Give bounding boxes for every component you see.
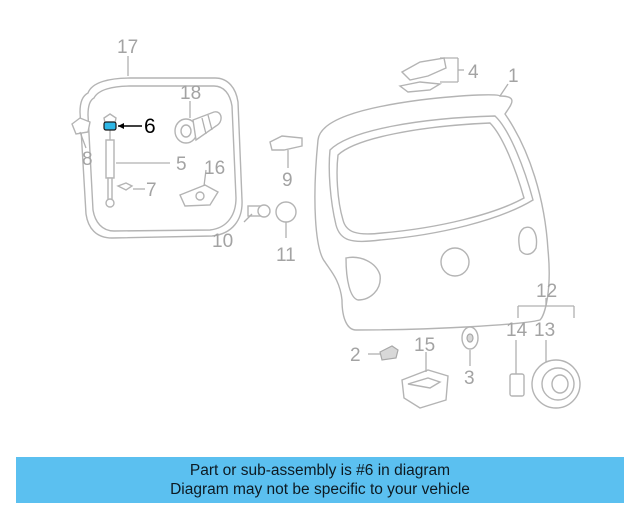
callout-13: 13 <box>534 320 555 341</box>
callout-6: 6 <box>144 115 156 138</box>
ball-stud-8 <box>71 117 91 149</box>
latch-16 <box>179 169 219 207</box>
callout-11: 11 <box>276 245 296 266</box>
callout-14: 14 <box>506 320 528 341</box>
callout-4: 4 <box>468 62 479 83</box>
bracket-9 <box>269 135 303 168</box>
hinges-4 <box>398 57 464 93</box>
callout-16: 16 <box>204 158 225 179</box>
callout-1: 1 <box>508 66 519 87</box>
highlighted-part-6 <box>103 121 142 131</box>
callout-9: 9 <box>282 170 293 191</box>
handle-12-13-14 <box>509 298 581 409</box>
callout-8: 8 <box>82 149 93 170</box>
clip-7 <box>116 182 145 191</box>
callout-15: 15 <box>414 335 435 356</box>
cap-11 <box>275 201 297 238</box>
grommet-18 <box>174 101 222 144</box>
caption-banner: Part or sub-assembly is #6 in diagram Di… <box>16 457 624 503</box>
callout-7: 7 <box>146 180 157 201</box>
caption-line-2: Diagram may not be specific to your vehi… <box>170 481 470 498</box>
liftgate-1 <box>314 83 550 331</box>
callout-5: 5 <box>176 154 187 175</box>
callout-12: 12 <box>536 281 557 302</box>
caption-line-1: Part or sub-assembly is #6 in diagram <box>189 462 451 479</box>
callout-10: 10 <box>212 231 233 252</box>
callout-18: 18 <box>180 83 201 104</box>
emblem-3 <box>461 326 479 366</box>
bulb-10 <box>243 204 271 223</box>
lock-15 <box>401 352 449 409</box>
callout-17: 17 <box>117 37 138 58</box>
plug-2 <box>368 345 399 361</box>
callout-3: 3 <box>464 368 475 389</box>
parts-diagram: 17 18 6 8 5 16 7 4 1 9 10 11 12 14 13 15… <box>71 37 581 409</box>
callout-2: 2 <box>350 345 361 366</box>
